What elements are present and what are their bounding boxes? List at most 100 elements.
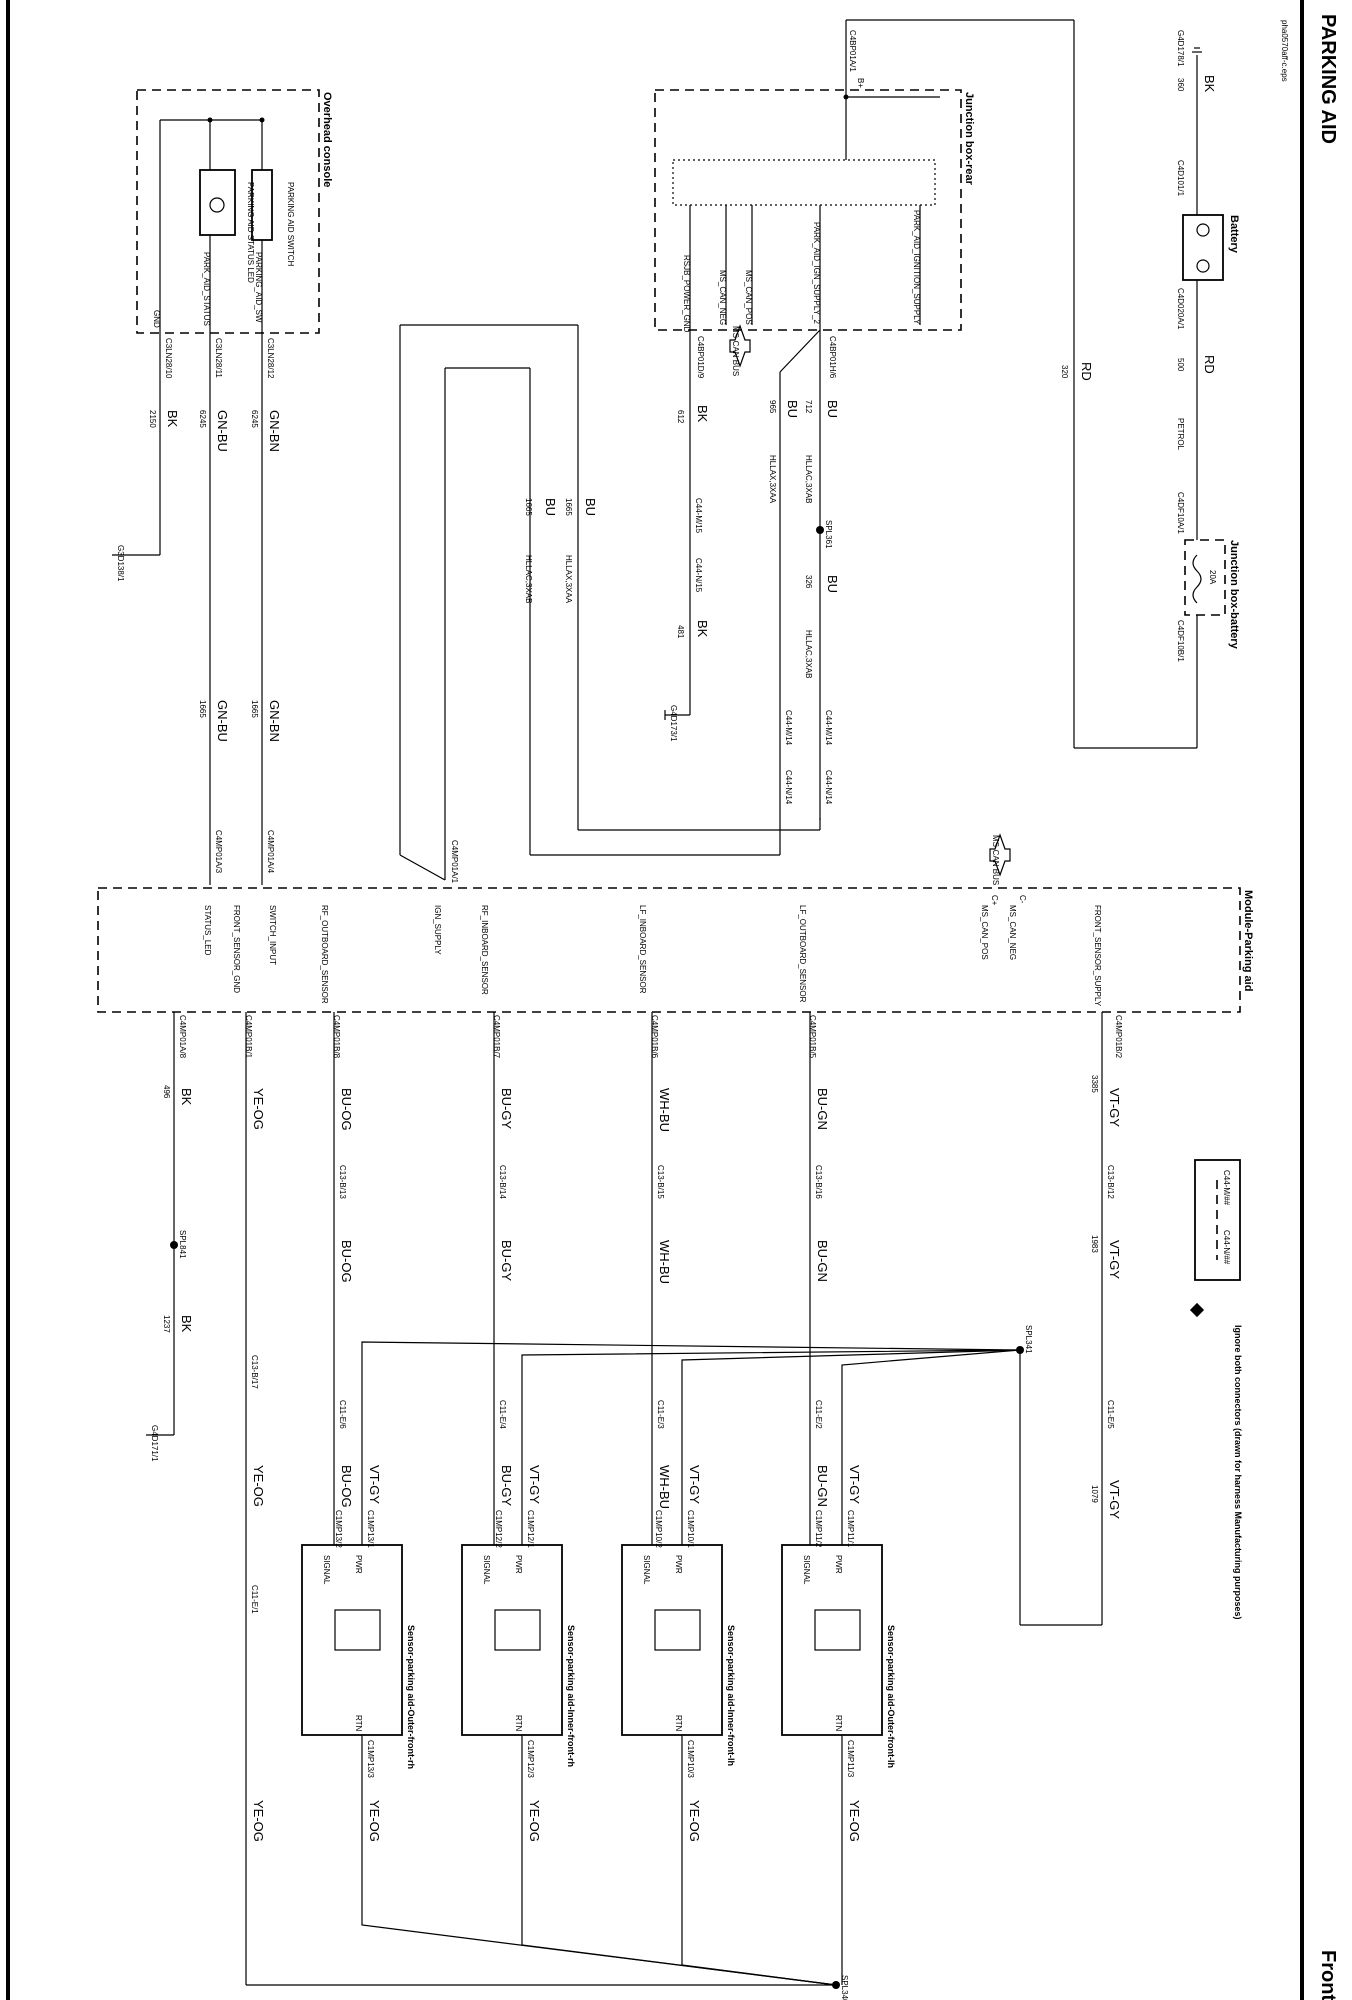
pin-label: RF_OUTBOARD_SENSOR [320,905,329,1004]
connector-label: C4MP01A/1 [450,840,459,884]
battery-neg-icon [1196,223,1210,237]
splice-label: SPL340 [840,1975,849,2000]
ground-label: G4D171/1 [150,1425,159,1462]
junction-box-rear: Junction box-rear C4BP01A/1 B+ PARK_AID_… [654,20,975,379]
connector-label: C1MP11/1 [846,1510,855,1548]
wire-color: BU-OG [339,1240,354,1283]
circuit-number: 2150 [148,410,157,428]
legend: C44-M/## C44-N/## Ignore both connectors… [1189,1159,1243,1620]
wire-color: YE-OG [367,1800,382,1842]
circuit-number: 712 [804,400,813,414]
jb-rear-title: Junction box-rear [963,92,975,186]
legend-conn-b: C44-N/## [1222,1230,1231,1265]
sensor-wires: VT-GY 3385 C13-B/12 VT-GY 1983 C11-E/5 V… [146,1012,1122,2000]
connector-label: C4MP01B/8 [332,1015,341,1059]
battery-group: Battery G4D178/1 BK 360 C4D101/1 C4D020A… [1176,30,1240,540]
sensor-inner-front-rh: Sensor-parking aid-Inner-front-rh PWR SI… [461,1510,576,1778]
doc-id: pha0570aff-c.eps [1280,20,1289,82]
circuit-number: 6245 [250,410,259,428]
pin-label: RTN [674,1715,683,1732]
ground-label: G4D173/1 [669,705,678,742]
pin-label: SWITCH_INPUT [268,905,277,965]
splice-label: SPL361 [824,520,833,549]
pin-label: GND [152,310,161,328]
pin-label: IGN_SUPPLY [433,905,442,955]
ign-supply-wire: SPL361 BU 712 HLLAC,3XAB BU 965 HLLAX,3X… [399,324,840,884]
pin-label: PARK_AID_IGNITION_SUPPLY [912,210,921,325]
circuit-number: 481 [676,625,685,639]
pin-label: PARK_AID_IGN_SUPPLY_2 [812,222,821,325]
wire-color: YE-OG [251,1465,266,1507]
pin-label: MS_CAN_POS [744,270,753,325]
wire-color: GN-BN [267,700,282,742]
connector-label: C11-E/3 [656,1400,665,1429]
pin-label: PARK_AID_STATUS [202,252,211,326]
pin-label: PWR [354,1555,363,1574]
circuit-number: 1983 [1090,1235,1099,1253]
connector-label: C1MP10/3 [686,1740,695,1778]
wire-color: BU-GN [815,1088,830,1130]
wire-color: BK [165,410,180,428]
pin-label: SIGNAL [482,1555,491,1585]
connector-label: C4MP01B/5 [808,1015,817,1059]
sensor-outer-front-lh: Sensor-parking aid-Outer-front-lh PWR SI… [781,1510,896,1778]
module-parking-aid: Module-Parking aid FRONT_SENSOR_SUPPLY M… [97,887,1254,1013]
connector-label: C44-M/14 [824,710,833,746]
wire-color: YE-OG [687,1800,702,1842]
connector-label: C4BP01H/6 [828,336,837,379]
parking-aid-status-led [199,169,236,236]
wire-color: BU [825,575,840,593]
circuit-number: 496 [162,1085,171,1099]
connector-label: C1MP13/3 [366,1740,375,1778]
wire-color: BK [179,1315,194,1333]
page-title: PARKING AID [1317,14,1339,144]
connector-label: C1MP12/3 [526,1740,535,1778]
harness-label: HLLAC,3XAB [804,630,813,678]
pin-label: PARKING_AID_SW [254,252,263,323]
pin-label: RTN [834,1715,843,1732]
connector-label: C13-B/12 [1106,1165,1115,1199]
connector-label: C1MP11/3 [846,1740,855,1778]
wire-color: GN-BN [267,410,282,452]
connector-label: C13-B/16 [814,1165,823,1199]
splice-label: SPL841 [178,1230,187,1259]
wire-color: BU [583,498,598,516]
connector-label: C44-N/15 [694,558,703,593]
harness-label: PETROL [1176,418,1185,451]
wire-color: GN-BU [215,410,230,452]
connector-label: C4MP01A/3 [214,830,223,874]
legend-conn-a: C44-M/## [1222,1170,1231,1206]
wire-color: YE-OG [251,1088,266,1130]
sensor-label: Sensor-parking aid-Inner-front-rh [566,1625,576,1767]
pin-label: SIGNAL [802,1555,811,1585]
bus-label: MS-CAN BUS [731,326,740,376]
circuit-number: 6245 [198,410,207,428]
wire-color: BU-OG [339,1465,354,1508]
can-bus-arrow-module: MS-CAN BUS [989,833,1011,885]
sensor-label: Sensor-parking aid-Outer-front-rh [406,1625,416,1769]
connector-label: C4MP01B/7 [492,1015,501,1059]
connector-label: C4MP01A/4 [266,830,275,874]
wire-color: VT-GY [1107,1088,1122,1127]
wire-color: BU-GY [499,1465,514,1507]
connector-label: C11-E/6 [338,1400,347,1429]
wire-color: BU-GN [815,1240,830,1282]
wire-color: VT-GY [527,1465,542,1504]
connector-label: C4MP01B/1 [244,1015,253,1059]
connector-label: C1MP10/1 [686,1510,695,1548]
page-footer: Front [1317,1950,1339,2000]
wire-color: YE-OG [251,1800,266,1842]
circuit-number: 1665 [250,700,259,718]
wire-color: RD [1202,355,1217,374]
circuit-number: 1079 [1090,1485,1099,1503]
fuse-icon [1192,554,1202,604]
circuit-number: 1665 [524,498,533,516]
wire-color: YE-OG [847,1800,862,1842]
ground-label: G3D138/1 [116,545,125,582]
module-title: Module-Parking aid [1242,890,1254,991]
bus-label: C- [1018,895,1027,904]
harness-label: HLLAX,3XAA [564,555,573,604]
pin-label: PWR [674,1555,683,1574]
bus-label: C+ [990,895,999,906]
circuit-number: 1665 [198,700,207,718]
